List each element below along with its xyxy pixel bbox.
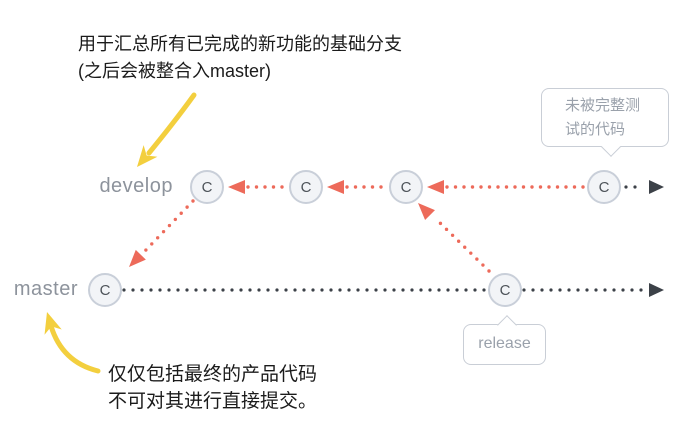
release-bubble: release (463, 314, 546, 365)
commit-label: C (400, 178, 412, 196)
timeline-arrowhead-icon (649, 180, 664, 297)
commit-label: C (99, 281, 111, 299)
master-annotation: 仅仅包括最终的产品代码 不可对其进行直接提交。 (108, 361, 317, 415)
untested-code-bubble-text: 未被完整测试的代码 (565, 97, 641, 138)
commit-node-master-release: C (488, 273, 522, 307)
develop-annotation-line1: 用于汇总所有已完成的新功能的基础分支 (78, 34, 402, 54)
commit-label: C (598, 178, 610, 196)
commit-label: C (201, 178, 213, 196)
master-annotation-line2: 不可对其进行直接提交。 (108, 391, 318, 412)
commit-node-develop-3: C (389, 170, 423, 204)
develop-annotation-line2: (之后会被整合入master) (78, 61, 271, 81)
commit-node-master-1: C (88, 273, 122, 307)
release-bubble-text: release (478, 335, 531, 352)
develop-to-master-merge-line (142, 199, 195, 254)
merge-arrows (142, 199, 491, 273)
commit-label: C (300, 178, 312, 196)
untested-code-bubble: 未被完整测试的代码 (541, 88, 669, 157)
develop-annotation: 用于汇总所有已完成的新功能的基础分支 (之后会被整合入master) (78, 31, 402, 85)
commit-label: C (499, 281, 511, 299)
master-annotation-line1: 仅仅包括最终的产品代码 (108, 364, 318, 385)
commit-node-develop-4: C (587, 170, 621, 204)
commit-node-develop-1: C (190, 170, 224, 204)
release-to-develop-merge-line (435, 218, 491, 273)
develop-branch-label: develop (99, 175, 173, 197)
master-note-arrow-icon (44, 312, 101, 374)
commit-arrowhead-icons (129, 180, 444, 267)
develop-note-arrow-icon (137, 92, 197, 167)
master-branch-label: master (13, 278, 78, 300)
commit-node-develop-2: C (289, 170, 323, 204)
